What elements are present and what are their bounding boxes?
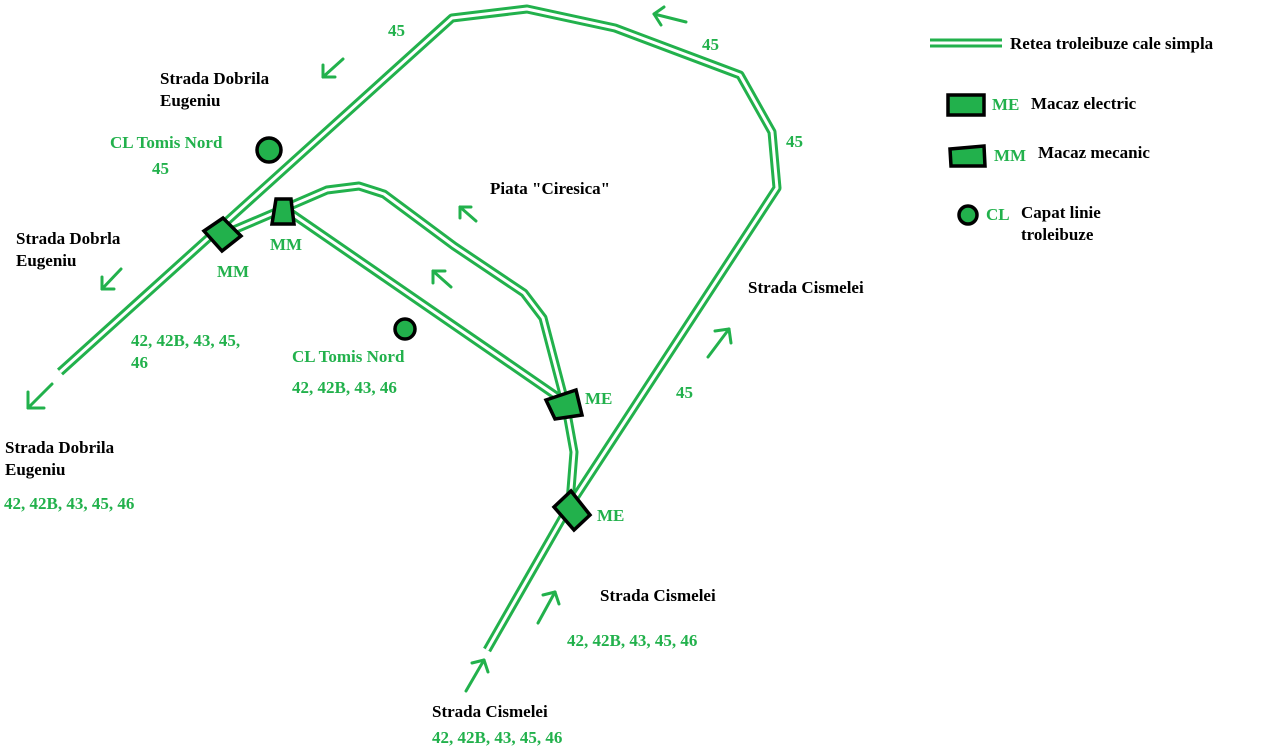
street-label-dobrila-top: Strada Dobrila Eugeniu xyxy=(160,69,270,110)
legend-cl-abbr: CL xyxy=(986,205,1010,224)
route-label-bottom-left: 42, 42B, 43, 45, 46 xyxy=(4,494,135,513)
switch-label-me-upper: ME xyxy=(585,389,613,408)
street-label-cismelei-bottom: Strada Cismelei xyxy=(432,702,548,721)
arrow-left-icon xyxy=(652,5,688,27)
terminus-top-name: CL Tomis Nord xyxy=(110,133,223,152)
terminus-top-routes: 45 xyxy=(152,159,169,178)
switch-symbols xyxy=(201,93,987,533)
legend-me-abbr: ME xyxy=(992,95,1020,114)
street-label-dobrila-bottom: Strada Dobrila Eugeniu xyxy=(5,438,115,479)
route-label-top-left: 45 xyxy=(388,21,405,40)
street-label-cismelei-right: Strada Cismelei xyxy=(748,278,864,297)
legend-electric-switch-icon xyxy=(946,93,986,117)
direction-arrows xyxy=(26,5,733,693)
arrow-down-left-large-icon xyxy=(26,382,54,410)
legend-mm-abbr: MM xyxy=(994,146,1027,165)
mechanical-switch-top-icon xyxy=(269,197,296,226)
legend-mechanical-switch-icon xyxy=(948,144,987,168)
arrow-up-left-icon xyxy=(458,205,478,223)
legend-cl-label: Capat linie troleibuze xyxy=(1021,203,1101,244)
legend-mm-label: Macaz mecanic xyxy=(1038,143,1150,162)
legend-terminus-icon xyxy=(957,204,979,226)
route-label-bottom-center: 42, 42B, 43, 45, 46 xyxy=(432,728,563,747)
terminus-mid-routes: 42, 42B, 43, 46 xyxy=(292,378,397,397)
switch-label-mm-top: MM xyxy=(270,235,303,254)
legend-track-label: Retea troleibuze cale simpla xyxy=(1010,34,1214,53)
place-label-piata-ciresica: Piata "Ciresica" xyxy=(490,179,611,198)
arrow-up-left-icon xyxy=(321,57,345,79)
route-label-bottom-right: 42, 42B, 43, 45, 46 xyxy=(567,631,698,650)
mechanical-switch-left-icon xyxy=(201,215,244,254)
arrow-up-right-icon xyxy=(706,327,733,359)
terminus-top-icon xyxy=(255,136,283,164)
switch-label-mm-left: MM xyxy=(217,262,250,281)
street-label-dobrla-mid: Strada Dobrla Eugeniu xyxy=(16,229,121,270)
terminus-mid-name: CL Tomis Nord xyxy=(292,347,405,366)
electric-switch-upper-icon xyxy=(543,387,585,421)
terminus-mid-icon xyxy=(393,317,417,341)
arrow-up-left-icon xyxy=(431,269,453,289)
street-label-cismelei-mid: Strada Cismelei xyxy=(600,586,716,605)
route-label-left-diagonal: 42, 42B, 43, 45, 46 xyxy=(131,331,241,372)
route-label-right-upper: 45 xyxy=(786,132,803,151)
electric-switch-lower-icon xyxy=(551,488,593,533)
trolleybus-track-network xyxy=(56,4,1002,653)
route-label-right-lower: 45 xyxy=(676,383,693,402)
legend-me-label: Macaz electric xyxy=(1031,94,1137,113)
arrow-up-right-icon xyxy=(464,658,490,693)
switch-label-me-lower: ME xyxy=(597,506,625,525)
arrow-down-left-icon xyxy=(100,267,123,291)
route-label-top-right: 45 xyxy=(702,35,719,54)
arrow-up-right-icon xyxy=(536,590,561,625)
